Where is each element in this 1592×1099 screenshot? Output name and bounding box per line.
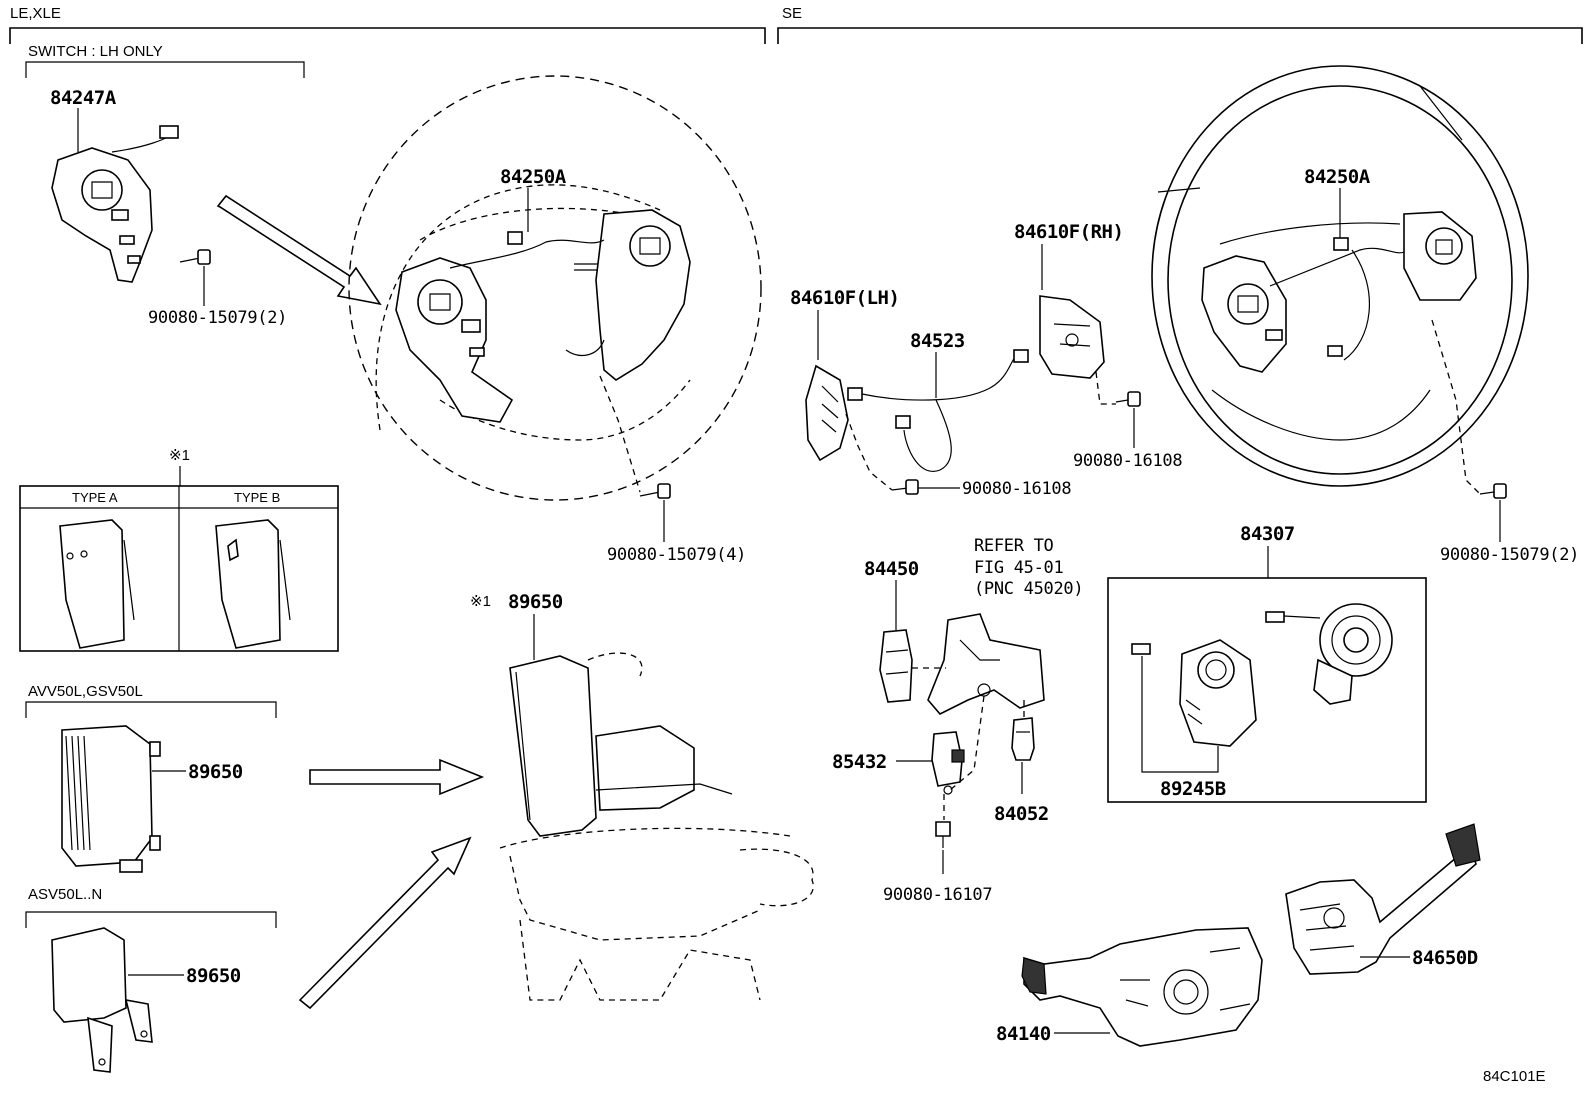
spiral-cable-84307[interactable] — [1265, 603, 1393, 705]
wire-harness-84523: 84523 — [847, 330, 1029, 472]
refer-line-1: REFER TO — [974, 536, 1054, 556]
turn-signal-switch-84140[interactable] — [1021, 927, 1263, 1047]
computer-89650-avv[interactable] — [61, 725, 161, 873]
leader-bolt-4 — [599, 375, 641, 493]
part-label-90080-15079-4[interactable]: 90080-15079(4) — [607, 545, 746, 565]
asv50l-group: ASV50L..N 89650 — [25, 886, 277, 1073]
wiper-switch-84650d[interactable] — [1285, 823, 1481, 975]
clock-spring-89245b[interactable] — [1131, 639, 1257, 747]
part-label-84610f-rh[interactable]: 84610F(RH) — [1014, 221, 1124, 243]
asv-note: ASV50L..N — [28, 886, 102, 903]
part-label-89245b[interactable]: 89245B — [1160, 778, 1226, 800]
lock-housing — [927, 613, 1045, 715]
bolt-90080-15079-left[interactable] — [179, 249, 211, 265]
refer-line-3: (PNC 45020) — [974, 579, 1083, 599]
switch-84450[interactable] — [879, 629, 913, 703]
avv50l-group: AVV50L,GSV50L 89650 — [25, 683, 277, 873]
refer-note: REFER TO FIG 45-01 (PNC 45020) — [974, 536, 1084, 599]
arrow-asv-to-main — [298, 836, 472, 1010]
part-label-90080-15079-2-left[interactable]: 90080-15079(2) — [148, 308, 287, 328]
part-label-84650d[interactable]: 84650D — [1412, 947, 1478, 969]
leader-16108-a — [845, 413, 893, 491]
part-label-84523[interactable]: 84523 — [910, 330, 965, 352]
arrow-to-left-wheel — [216, 194, 382, 306]
type-b-sketch — [215, 519, 291, 649]
se-wheel-right-switch[interactable] — [1403, 211, 1477, 301]
figure-code: 84C101E — [1483, 1068, 1546, 1085]
type-box-mark: ※1 — [169, 447, 190, 464]
section-label-se: SE — [782, 5, 802, 22]
section-bracket-se: SE — [777, 5, 1583, 44]
arrow-avv-to-main — [309, 758, 485, 796]
part-label-89650-main[interactable]: 89650 — [508, 591, 563, 613]
part-label-90080-16108-a[interactable]: 90080-16108 — [962, 479, 1072, 499]
se-switch-rh-group: 84610F(RH) — [1014, 221, 1124, 379]
part-label-84450[interactable]: 84450 — [864, 558, 919, 580]
leader-bolt-2-right — [1431, 319, 1481, 495]
part-label-90080-16107[interactable]: 90080-16107 — [883, 885, 993, 905]
computer-89650-main[interactable] — [509, 655, 733, 837]
bolt-90080-15079-2-right[interactable] — [1479, 483, 1507, 499]
switch-84610f-lh[interactable] — [805, 364, 849, 462]
part-label-84610f-lh[interactable]: 84610F(LH) — [790, 287, 900, 309]
bolt-90080-16108-b[interactable] — [1115, 391, 1141, 407]
type-a-sketch — [59, 519, 135, 649]
part-label-84250a-right[interactable]: 84250A — [1304, 166, 1371, 188]
part-label-90080-16108-b[interactable]: 90080-16108 — [1073, 451, 1183, 471]
part-label-84250a-left[interactable]: 84250A — [500, 166, 567, 188]
part-label-85432[interactable]: 85432 — [832, 751, 887, 773]
steering-wheel-le-xle: 84250A — [348, 75, 762, 501]
part-label-84140[interactable]: 84140 — [996, 1023, 1051, 1045]
switch-84610f-rh[interactable] — [1039, 295, 1105, 379]
wheel-right-switch[interactable] — [565, 209, 691, 381]
spiral-cable-box: 84307 89245B — [1107, 523, 1427, 803]
type-compare-box: ※1 TYPE A TYPE B — [19, 447, 339, 652]
ignition-switch-group: 84450 85432 84052 — [832, 558, 1049, 905]
se-wheel-left-switch[interactable] — [1201, 255, 1287, 373]
refer-line-2: FIG 45-01 — [974, 558, 1063, 578]
bolt-90080-16108-a[interactable] — [891, 479, 919, 495]
part-label-84307[interactable]: 84307 — [1240, 523, 1295, 545]
part-label-90080-15079-2-right[interactable]: 90080-15079(2) — [1440, 545, 1579, 565]
computer-89650-asv[interactable] — [51, 927, 153, 1073]
wheel-left-switch[interactable] — [395, 257, 514, 423]
section-label-le-xle: LE,XLE — [10, 5, 61, 22]
bolt-90080-15079-4[interactable] — [639, 483, 671, 499]
steering-wheel-se: 84250A — [1151, 65, 1529, 487]
leader-16108-b — [1095, 371, 1116, 405]
part-label-89650-main-mark: ※1 — [470, 593, 491, 610]
part-label-89650-avv[interactable]: 89650 — [188, 761, 243, 783]
type-a-label: TYPE A — [72, 490, 118, 505]
screw-90080-16107[interactable] — [935, 821, 951, 848]
type-b-label: TYPE B — [234, 490, 280, 505]
part-label-84247a[interactable]: 84247A — [50, 87, 117, 109]
switch-assembly-84247a[interactable] — [51, 125, 179, 283]
steering-column-assembly: ※1 89650 — [470, 591, 814, 1001]
switch-lh-only-note: SWITCH : LH ONLY — [28, 43, 163, 60]
part-label-84052[interactable]: 84052 — [994, 803, 1049, 825]
sensor-84052[interactable] — [1011, 717, 1035, 761]
section-bracket-le-xle: LE,XLE — [9, 5, 766, 44]
part-label-89650-asv[interactable]: 89650 — [186, 965, 241, 987]
avv-note: AVV50L,GSV50L — [28, 683, 143, 700]
se-switch-lh-group: 84610F(LH) — [790, 287, 900, 462]
key-cylinder-85432[interactable] — [931, 731, 965, 795]
switch-lh-only-group: SWITCH : LH ONLY 84247A 90080-15079(2) — [25, 43, 305, 328]
